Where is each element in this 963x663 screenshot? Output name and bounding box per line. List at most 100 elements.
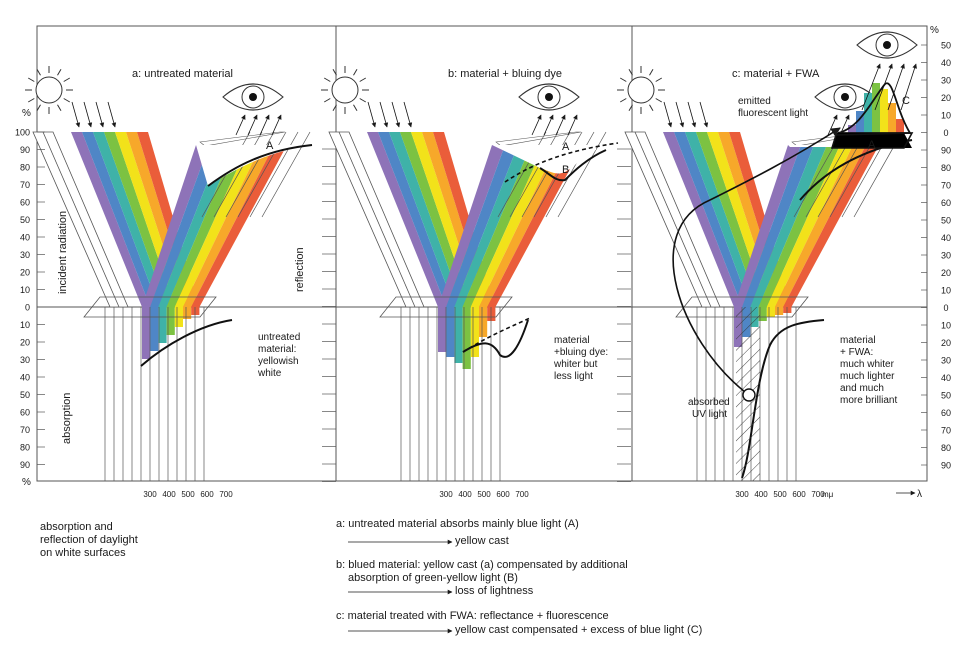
outgoing-arrow (259, 114, 270, 136)
right-tick-label: 10 (941, 286, 951, 296)
sun-ray (36, 68, 41, 76)
incident-spectrum-band (82, 132, 159, 307)
zero-plane (83, 296, 217, 318)
right-tick-label: 70 (941, 426, 951, 436)
absorption-band (438, 307, 447, 352)
panel-c-label-c: C (902, 95, 910, 107)
incident-band-line (42, 131, 120, 308)
outgoing-arrow (543, 114, 554, 136)
sun-ray (353, 68, 358, 76)
eye-pupil (883, 41, 891, 49)
left-tick-label: 70 (20, 425, 30, 435)
left-tick-label: 10 (20, 320, 30, 330)
panel-b-label-b: B (562, 164, 569, 176)
wavelength-tick-label: 500 (477, 490, 491, 499)
sun-disc (35, 76, 63, 104)
absorption-band (766, 307, 775, 317)
reflection-curve (539, 149, 607, 182)
eye-icon (814, 83, 876, 111)
caption-line-3: on white surfaces (40, 547, 126, 559)
reflection-label: reflection (294, 247, 306, 292)
left-percent-scale: % % 100908070605040302010010203040506070… (15, 108, 45, 488)
reflected-spectrum-band (758, 145, 840, 307)
reflected-spectrum-band (438, 145, 505, 307)
sun-ray (36, 104, 41, 112)
lambda-symbol: λ (917, 489, 922, 500)
right-tick-label: 40 (941, 58, 951, 68)
fluorescence-arrow (861, 63, 881, 111)
panel-b-label-a: A (562, 141, 570, 153)
absorbed-uv-label: absorbed UV light (688, 397, 732, 420)
left-tick-label: 90 (20, 145, 30, 155)
fluorescence-base (832, 133, 912, 148)
absorption-band (446, 307, 455, 357)
incoming-arrow (675, 101, 685, 128)
incoming-arrow (71, 101, 81, 128)
fluorescence-arrow (887, 63, 905, 111)
reflected-spectrum-band (750, 145, 827, 307)
incoming-arrow (663, 101, 673, 128)
incoming-arrow (83, 101, 93, 128)
sun-ray (649, 68, 654, 76)
wavelength-tick-label: 700 (219, 490, 233, 499)
incident-spectrum-band (367, 132, 447, 307)
incident-white-band (32, 131, 129, 308)
reflected-spectrum-band (742, 145, 814, 307)
fluorescence-peak-band (864, 93, 872, 133)
reflected-spectrum-band (150, 145, 222, 307)
left-tick-label: 40 (20, 373, 30, 383)
percent-symbol-right: % (930, 25, 939, 36)
wavelength-tick-label: 600 (200, 490, 214, 499)
outgoing-arrow (827, 114, 838, 136)
right-tick-label: 80 (941, 163, 951, 173)
right-tick-label: 50 (941, 216, 951, 226)
caption-line-1: absorption and (40, 521, 113, 533)
panel-a-label-a: A (266, 140, 274, 152)
note-a-result: yellow cast (455, 535, 509, 547)
eye-icon (222, 83, 284, 111)
left-tick-label: 90 (20, 460, 30, 470)
left-tick-label: 100 (15, 128, 30, 138)
reflected-spectrum-band (183, 145, 274, 307)
eye-pupil (841, 93, 849, 101)
reference-absorption-dashed (462, 317, 531, 353)
absorption-label: absorption (61, 393, 73, 444)
incident-band-line (338, 131, 416, 308)
wavelength-tick-label: 700 (811, 490, 825, 499)
incoming-arrow (687, 101, 697, 128)
right-tick-label: 80 (941, 443, 951, 453)
sun-icon (321, 66, 369, 114)
left-tick-label: 40 (20, 233, 30, 243)
note-b-result: loss of lightness (455, 585, 534, 597)
wavelength-tick-label: 300 (143, 490, 157, 499)
incoming-arrow (107, 101, 117, 128)
outgoing-arrow (555, 114, 566, 136)
panel-b-title: b: material + bluing dye (448, 68, 562, 80)
panel-a-title: a: untreated material (132, 68, 233, 80)
left-tick-label: 50 (20, 215, 30, 225)
sun-ray (27, 77, 35, 82)
wavelength-tick-label: 600 (792, 490, 806, 499)
sun-ray (655, 98, 663, 103)
panel-c-note: material + FWA: much whiter much lighter… (840, 335, 897, 406)
absorption-band (758, 307, 767, 321)
reflection-top (199, 131, 286, 147)
right-tick-label: 30 (941, 76, 951, 86)
right-tick-label: 60 (941, 408, 951, 418)
absorption-band (479, 307, 488, 337)
panel-c-title: c: material + FWA (732, 68, 820, 80)
absorption-band (158, 307, 167, 343)
reflected-spectrum-band (462, 145, 544, 307)
left-tick-label: 30 (20, 355, 30, 365)
absorption-band (166, 307, 175, 335)
incident-white-band (624, 131, 721, 308)
outgoing-arrow (247, 114, 258, 136)
figure-caption: absorption and reflection of daylight on… (40, 521, 138, 560)
left-tick-label: 60 (20, 408, 30, 418)
outgoing-arrow (271, 114, 282, 136)
emitted-light-arrow (672, 127, 841, 393)
incoming-arrow (379, 101, 389, 128)
wavelength-tick-label: 400 (754, 490, 768, 499)
eye-pupil (249, 93, 257, 101)
incident-spectrum-band (71, 132, 151, 307)
